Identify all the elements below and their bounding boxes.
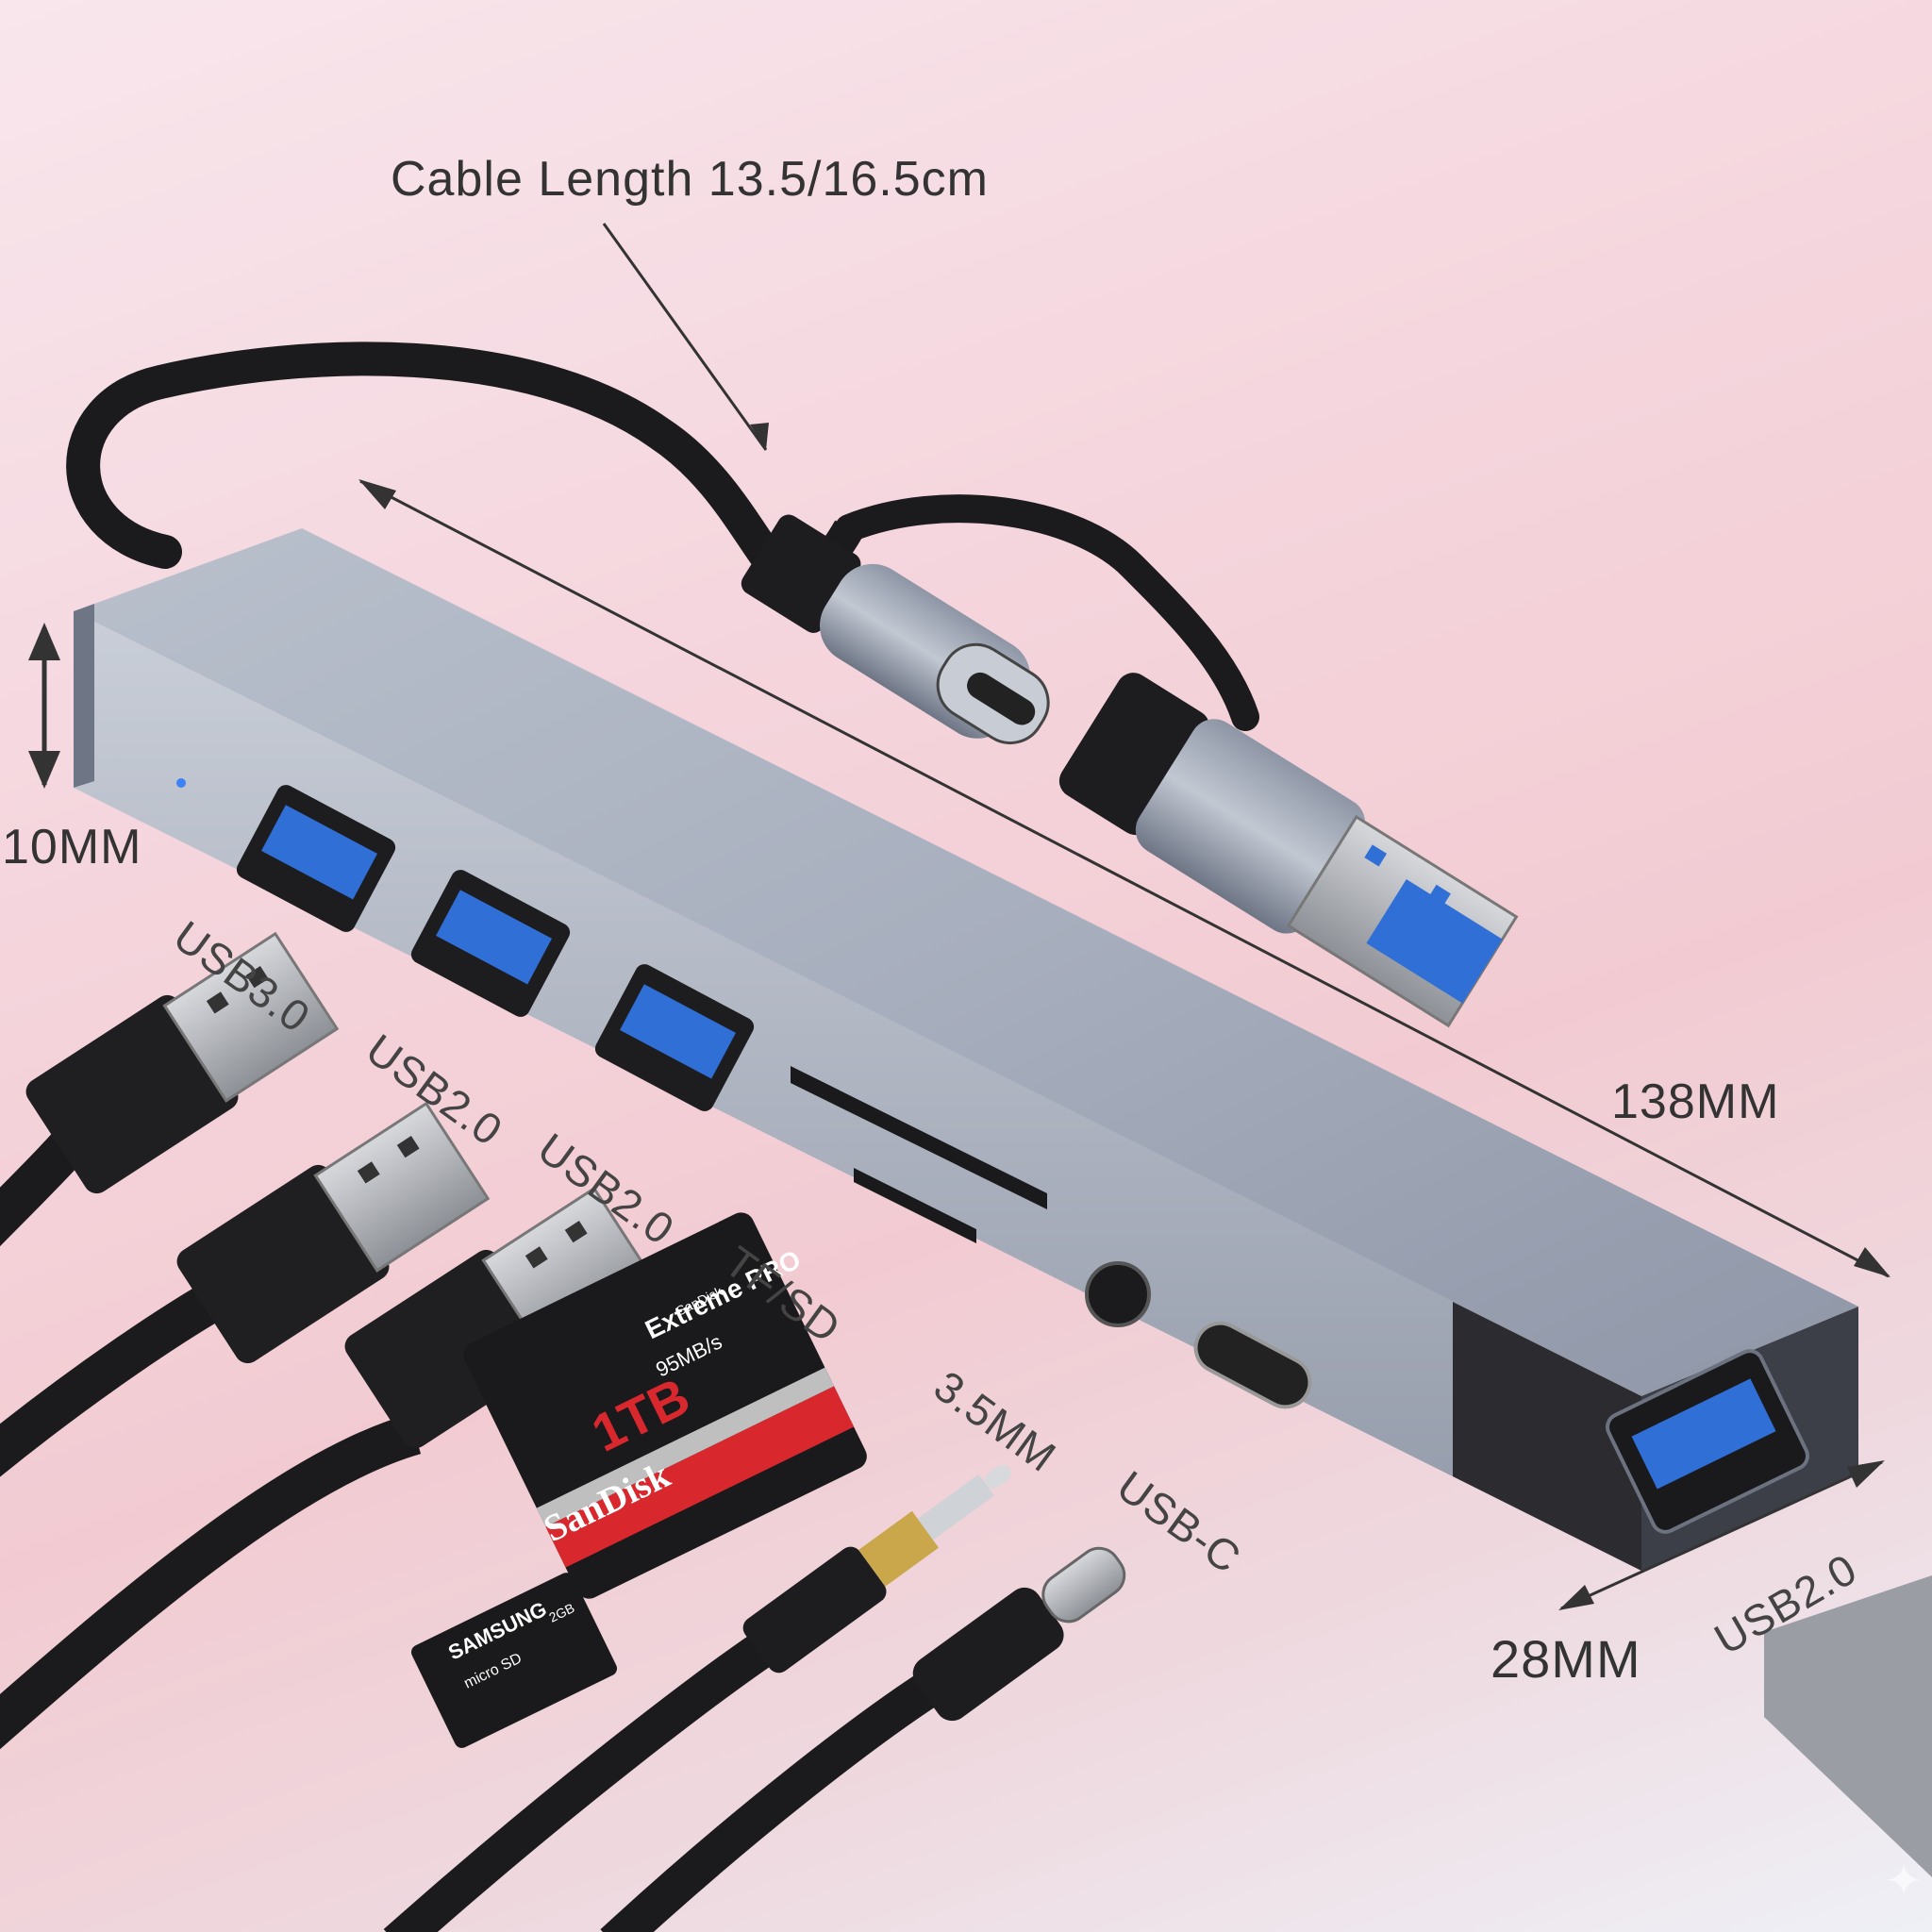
front-usb20-port-a bbox=[410, 870, 571, 1017]
front-usb20-port-b bbox=[594, 964, 755, 1111]
length-arrow bbox=[359, 479, 1890, 1278]
usb-a-cable-1 bbox=[0, 931, 340, 1247]
front-usbc-port bbox=[1193, 1321, 1312, 1409]
adapter-link-cable bbox=[835, 494, 1259, 731]
hub-cable bbox=[66, 341, 791, 583]
microsd-card bbox=[411, 1573, 617, 1748]
audio-cable bbox=[383, 1464, 1011, 1932]
height-label: 10MM bbox=[2, 820, 142, 874]
width-arrow bbox=[1560, 1460, 1883, 1610]
front-usb30-port bbox=[236, 785, 396, 932]
usba-adapter-plug bbox=[1058, 673, 1519, 1028]
length-label: 138MM bbox=[1611, 1074, 1780, 1129]
usbc-cable bbox=[600, 1546, 1126, 1932]
watermark-sparkle-icon: ✦ bbox=[1885, 1855, 1923, 1907]
side-usb20-port bbox=[1606, 1349, 1809, 1534]
usbc-plug bbox=[741, 514, 1050, 744]
usb-a-cable-2 bbox=[0, 1101, 491, 1477]
cable-length-arrow bbox=[602, 223, 768, 451]
cable-length-label: Cable Length 13.5/16.5cm bbox=[391, 152, 989, 207]
width-label: 28MM bbox=[1491, 1629, 1641, 1689]
tf-sd-slots bbox=[791, 1066, 1047, 1243]
audio-jack-port bbox=[1085, 1261, 1151, 1327]
background-object bbox=[1764, 1575, 1932, 1877]
sd-card bbox=[463, 1212, 867, 1599]
usb-a-cable-3 bbox=[0, 1186, 658, 1750]
